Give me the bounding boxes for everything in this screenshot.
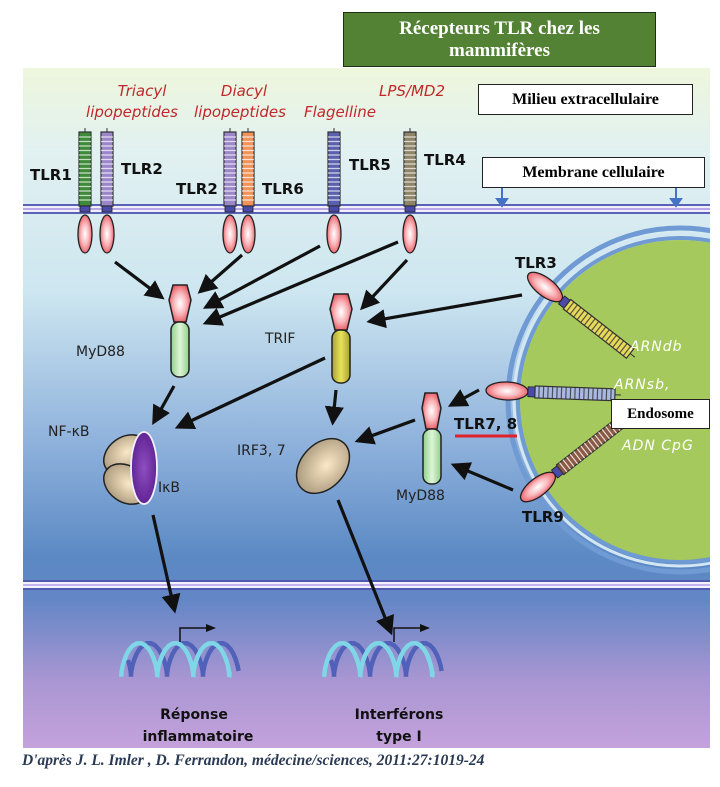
tir-domain [327, 215, 341, 253]
label-tlr2-a: TLR2 [121, 160, 163, 178]
ligand-flagelline: Flagelline [304, 103, 376, 121]
tir-domain [169, 285, 191, 322]
myd88-right-adaptor [422, 393, 441, 484]
death-domain [423, 429, 441, 484]
label-myd88-right: MyD88 [396, 488, 445, 504]
ligand-triacyl: Triacyl [118, 82, 168, 100]
transmembrane-segment [528, 387, 535, 397]
receptor-tlr5-4 [327, 128, 341, 253]
label-ikb: IκB [158, 480, 180, 496]
plasma-membrane [23, 204, 710, 214]
tir-domain [78, 215, 92, 253]
ikb-protein [131, 432, 157, 504]
ligand-diacyl-lipopeptides: lipopeptides [194, 103, 286, 121]
receptor-tlr2-1 [100, 128, 114, 253]
label-nfkb: NF-κB [48, 424, 89, 440]
label-tlr7-8: TLR7, 8 [454, 415, 517, 433]
transmembrane-segment [225, 206, 235, 212]
ligand-arndb: ARNdb [629, 339, 683, 355]
label-tlr1: TLR1 [30, 166, 72, 184]
ligand-diacyl: Diacyl [221, 82, 268, 100]
ligand-triacyl-lipopeptides: lipopeptides [86, 103, 178, 121]
receptor-tlr4-5 [403, 128, 417, 253]
label-irf3-7: IRF3, 7 [237, 443, 286, 459]
transmembrane-segment [102, 206, 112, 212]
title-line-1: Récepteurs TLR chez les [399, 18, 600, 40]
myd88-left-adaptor [169, 285, 191, 377]
diagram-title: Récepteurs TLR chez les mammifères [343, 12, 656, 67]
trif-body [332, 330, 350, 383]
membrane-label-box: Membrane cellulaire [482, 157, 705, 188]
ligand-adn-cpg: ADN CpG [621, 438, 694, 454]
outcome-interferon-line2: type I [376, 729, 421, 745]
transmembrane-segment [243, 206, 253, 212]
tir-domain [403, 215, 417, 253]
label-tlr9: TLR9 [522, 508, 564, 526]
ligand-lps-md2: LPS/MD2 [379, 82, 445, 100]
transmembrane-segment [80, 206, 90, 212]
outcome-inflammatory-line2: inflammatoire [143, 729, 254, 745]
label-trif: TRIF [264, 331, 295, 347]
transmembrane-segment [329, 206, 339, 212]
tir-domain [330, 294, 352, 330]
transmembrane-segment [405, 206, 415, 212]
tir-domain [422, 393, 441, 429]
receptor-tlr1-0 [78, 128, 92, 253]
trif-adaptor [330, 294, 352, 383]
label-tlr2-b: TLR2 [176, 180, 218, 198]
label-tlr3: TLR3 [515, 254, 557, 272]
tir-domain [223, 215, 237, 253]
death-domain [171, 322, 189, 377]
outcome-inflammatory-line1: Réponse [160, 707, 228, 723]
title-line-2: mammifères [399, 40, 600, 62]
receptor-tlr2-2 [223, 128, 237, 253]
nuclear-membrane [23, 580, 710, 590]
outcome-interferon-line1: Interférons [355, 707, 444, 723]
endosome-label-box: Endosome [611, 399, 710, 429]
extracellular-label-box: Milieu extracellulaire [478, 84, 693, 115]
label-tlr5: TLR5 [349, 156, 391, 174]
label-tlr6: TLR6 [262, 180, 304, 198]
tir-domain [100, 215, 114, 253]
tir-domain [241, 215, 255, 253]
citation: D'après J. L. Imler , D. Ferrandon, méde… [22, 752, 484, 770]
label-tlr4: TLR4 [424, 151, 466, 169]
receptor-tlr6-3 [241, 128, 255, 253]
ligand-arnsb: ARNsb, [613, 377, 670, 393]
label-myd88-left: MyD88 [76, 344, 125, 360]
